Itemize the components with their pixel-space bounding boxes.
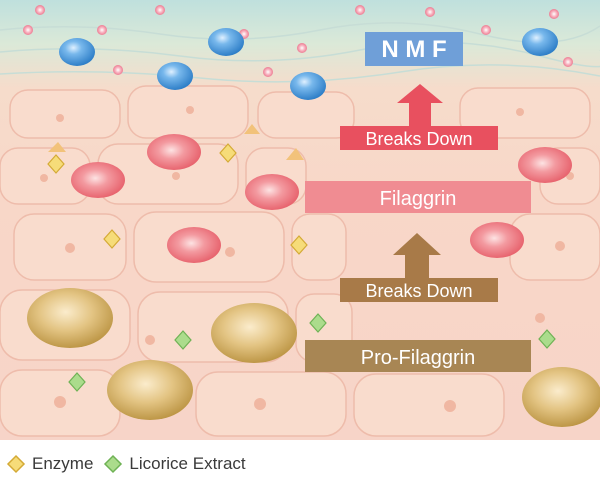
- breaks-down-label-bottom: Breaks Down: [365, 281, 472, 301]
- licorice-icon: [309, 313, 327, 333]
- breaks-down-label-top: Breaks Down: [365, 129, 472, 149]
- gold-sphere: [107, 360, 193, 420]
- water-sphere: [290, 72, 326, 100]
- red-sphere: [71, 162, 125, 198]
- licorice-molecules: [68, 313, 556, 392]
- pro-filaggrin-label: Pro-Filaggrin: [361, 347, 475, 369]
- arrow-up-icon: [393, 233, 441, 279]
- water-sphere: [522, 28, 558, 56]
- water-sphere: [208, 28, 244, 56]
- gold-sphere: [211, 303, 297, 363]
- licorice-icon: [538, 329, 556, 349]
- licorice-icon: [174, 330, 192, 350]
- licorice-icon: [104, 454, 123, 474]
- legend: Enzyme Licorice Extract: [6, 450, 246, 478]
- skin-cells: [0, 85, 600, 437]
- breaks-down-bottom-arrow: Breaks Down: [340, 233, 498, 302]
- red-sphere: [167, 227, 221, 263]
- nmf-label: N M F: [381, 36, 446, 63]
- water-sphere: [157, 62, 193, 90]
- legend-licorice-label: Licorice Extract: [129, 454, 246, 473]
- legend-enzyme-label: Enzyme: [32, 454, 94, 473]
- water-sphere: [59, 38, 95, 66]
- pro-filaggrin-spheres: [27, 288, 600, 427]
- filaggrin-label: Filaggrin: [380, 188, 457, 210]
- red-sphere: [470, 222, 524, 258]
- filaggrin-spheres: [71, 134, 572, 263]
- enzymes: [47, 143, 308, 255]
- skin-cross-section: N M F Breaks Down Filaggrin Breaks Down …: [0, 0, 600, 440]
- pro-filaggrin-box: Pro-Filaggrin: [305, 340, 531, 372]
- legend-item-licorice: Licorice Extract: [103, 454, 246, 474]
- top-pink-dots: [23, 5, 573, 77]
- nmf-box: N M F: [365, 32, 463, 66]
- licorice-icon: [68, 372, 86, 392]
- red-sphere: [518, 147, 572, 183]
- intercellular-lipids: [48, 124, 304, 160]
- breaks-down-top-arrow: Breaks Down: [340, 84, 498, 150]
- gold-sphere: [522, 367, 600, 427]
- enzyme-icon: [103, 229, 121, 249]
- legend-item-enzyme: Enzyme: [6, 454, 93, 474]
- nmf-molecules: [59, 28, 558, 100]
- enzyme-icon: [219, 143, 237, 163]
- enzyme-icon: [6, 454, 26, 474]
- gold-sphere: [27, 288, 113, 348]
- arrow-up-icon: [397, 84, 443, 127]
- enzyme-icon: [47, 154, 65, 174]
- red-sphere: [147, 134, 201, 170]
- red-sphere: [245, 174, 299, 210]
- enzyme-icon: [290, 235, 308, 255]
- filaggrin-box: Filaggrin: [305, 181, 531, 213]
